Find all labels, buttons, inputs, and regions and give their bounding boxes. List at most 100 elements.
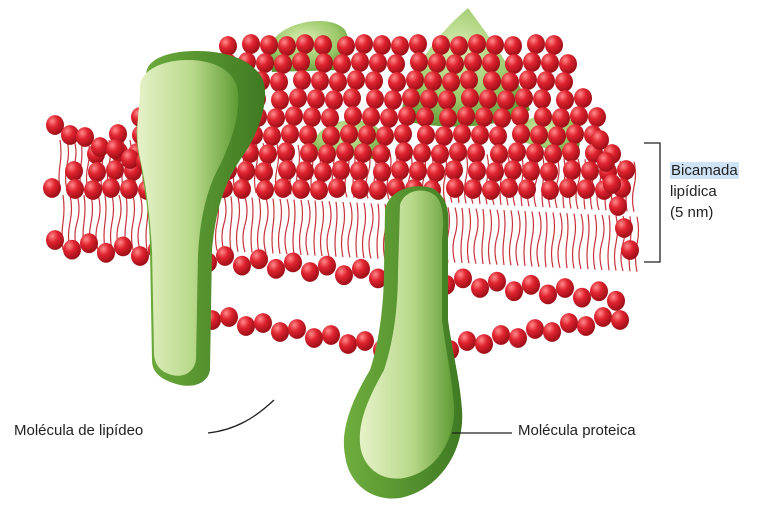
lipid-tail [369, 203, 373, 258]
phospholipid-head [97, 243, 115, 263]
phospholipid-heads [43, 34, 639, 366]
phospholipid-head [267, 259, 285, 279]
phospholipid-head [106, 139, 124, 159]
lipid-tail [306, 200, 310, 255]
phospholipid-head [527, 34, 545, 54]
phospholipid-head [544, 144, 562, 164]
lipid-tail [335, 202, 337, 257]
phospholipid-head [526, 143, 544, 163]
phospholipid-head [511, 106, 529, 126]
phospholipid-head [274, 178, 292, 198]
phospholipid-head [533, 89, 551, 109]
lipid-tail [300, 200, 303, 255]
phospholipid-head [318, 144, 336, 164]
phospholipid-head [337, 36, 355, 56]
phospholipid-head [301, 262, 319, 282]
phospholipid-head [428, 53, 446, 73]
phospholipid-head [220, 307, 238, 327]
phospholipid-head [46, 230, 64, 250]
phospholipid-head [577, 316, 595, 336]
phospholipid-head [43, 178, 61, 198]
phospholipid-head [278, 160, 296, 180]
phospholipid-head [233, 256, 251, 276]
phospholipid-head [372, 144, 390, 164]
lipid-tail [579, 214, 583, 269]
phospholipid-head [570, 106, 588, 126]
phospholipid-head [504, 36, 522, 56]
phospholipid-head [492, 325, 510, 345]
phospholipid-head [482, 180, 500, 200]
phospholipid-head [512, 124, 530, 144]
phospholipid-head [486, 35, 504, 55]
phospholipid-head [311, 71, 329, 91]
lipid-tail [138, 195, 142, 250]
phospholipid-head [522, 275, 540, 295]
phospholipid-head [46, 115, 64, 135]
lipid-tail [356, 203, 358, 258]
phospholipid-head [555, 72, 573, 92]
phospholipid-head [559, 54, 577, 74]
phospholipid-head [250, 249, 268, 269]
phospholipid-head [454, 269, 472, 289]
phospholipid-head [505, 54, 523, 74]
lipid-molecule-label: Molécula de lipídeo [14, 422, 143, 439]
phospholipid-head [314, 35, 332, 55]
phospholipid-head [376, 126, 394, 146]
phospholipid-head [329, 72, 347, 92]
phospholipid-head [515, 88, 533, 108]
phospholipid-head [242, 34, 260, 54]
phospholipid-head [88, 162, 106, 182]
phospholipid-head [256, 53, 274, 73]
phospholipid-head [446, 54, 464, 74]
phospholipid-head [519, 70, 537, 90]
phospholipid-head [233, 179, 251, 199]
lipid-tail [251, 197, 253, 252]
phospholipid-head [548, 126, 566, 146]
phospholipid-head [350, 161, 368, 181]
phospholipid-head [577, 179, 595, 199]
lipid-tail [342, 202, 345, 257]
phospholipid-head [545, 35, 563, 55]
phospholipid-head [471, 125, 489, 145]
phospholipid-head [352, 259, 370, 279]
lipid-tail [327, 201, 331, 256]
phospholipid-head [336, 142, 354, 162]
phospholipid-head [259, 144, 277, 164]
phospholipid-head [483, 71, 501, 91]
phospholipid-head [303, 107, 321, 127]
phospholipid-head [615, 218, 633, 238]
phospholipid-head [482, 53, 500, 73]
phospholipid-head [388, 72, 406, 92]
phospholipid-head [566, 124, 584, 144]
phospholipid-head [373, 35, 391, 55]
lipid-tail [474, 209, 478, 264]
phospholipid-head [534, 107, 552, 127]
phospholipid-head [315, 53, 333, 73]
lipid-tail [587, 214, 589, 269]
lipid-tail [468, 208, 471, 263]
lipid-tail [377, 204, 379, 259]
phospholipid-head [343, 88, 361, 108]
phospholipid-head [518, 179, 536, 199]
phospholipid-head [65, 161, 83, 181]
phospholipid-head [321, 108, 339, 128]
phospholipid-head [410, 52, 428, 72]
phospholipid-head [607, 291, 625, 311]
phospholipid-head [541, 180, 559, 200]
lipid-tail [503, 210, 505, 265]
phospholipid-head [394, 124, 412, 144]
lipid-tail [489, 209, 492, 264]
phospholipid-head [591, 130, 609, 150]
phospholipid-head [603, 174, 621, 194]
phospholipid-head [556, 278, 574, 298]
bilayer-label-line1: Bicamada [670, 162, 739, 179]
lipid-tail [495, 210, 499, 265]
phospholipid-head [458, 331, 476, 351]
phospholipid-head [322, 126, 340, 146]
phospholipid-head [464, 52, 482, 72]
phospholipid-head [475, 107, 493, 127]
protein-molecule-label: Molécula proteica [518, 422, 636, 439]
phospholipid-head [445, 160, 463, 180]
phospholipid-head [490, 144, 508, 164]
